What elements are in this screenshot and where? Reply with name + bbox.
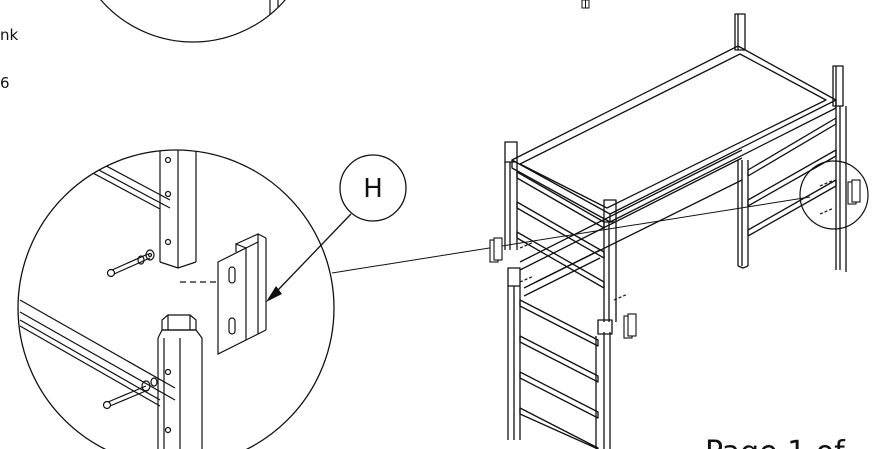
leader-line <box>331 196 811 274</box>
detail-circle-h <box>17 149 335 449</box>
scaffold-bolts <box>519 179 835 301</box>
callout-h-label: H <box>363 174 383 204</box>
page-number-text: Page 1 of <box>705 435 846 449</box>
partial-text-2: 6 <box>0 74 10 92</box>
top-detail-circle <box>100 0 301 43</box>
scaffold-brackets <box>489 179 861 339</box>
scaffold-detail-circle <box>799 160 869 230</box>
callout-h: H <box>266 154 407 302</box>
partial-text-1: nk <box>0 26 19 44</box>
small-bolt-part <box>581 0 590 9</box>
scaffold-assembly <box>504 13 847 449</box>
